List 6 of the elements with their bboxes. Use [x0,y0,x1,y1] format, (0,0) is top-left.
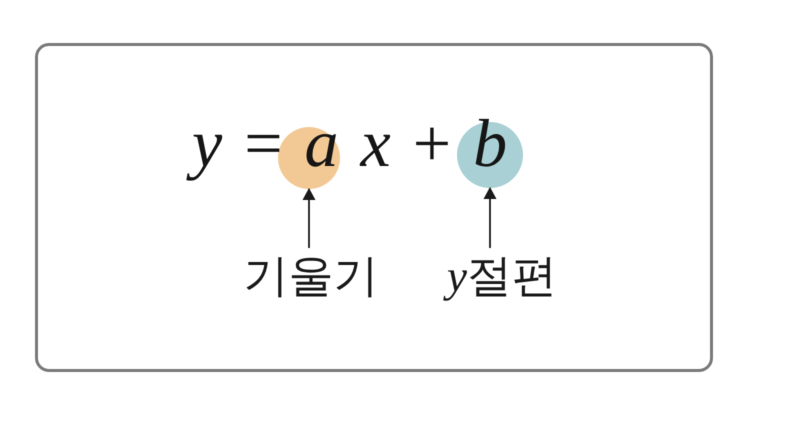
formula-card [35,43,713,372]
equation: y=ax+b [180,99,534,188]
arrow [484,187,496,248]
annotation-label: 기울기 [240,248,382,304]
annotation-label: y절편 [435,248,561,304]
arrow [302,188,316,248]
